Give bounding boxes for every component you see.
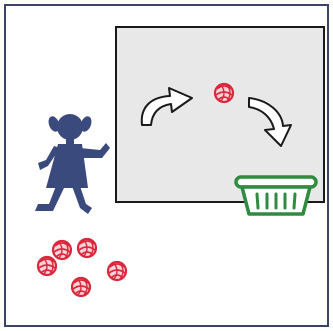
ball-icon — [53, 241, 71, 259]
ball-icon — [215, 84, 233, 102]
basket-icon — [236, 177, 316, 214]
ball-icon — [72, 278, 90, 296]
ball-icon — [78, 239, 96, 257]
ball-icon — [38, 257, 56, 275]
ball-icon — [108, 262, 126, 280]
